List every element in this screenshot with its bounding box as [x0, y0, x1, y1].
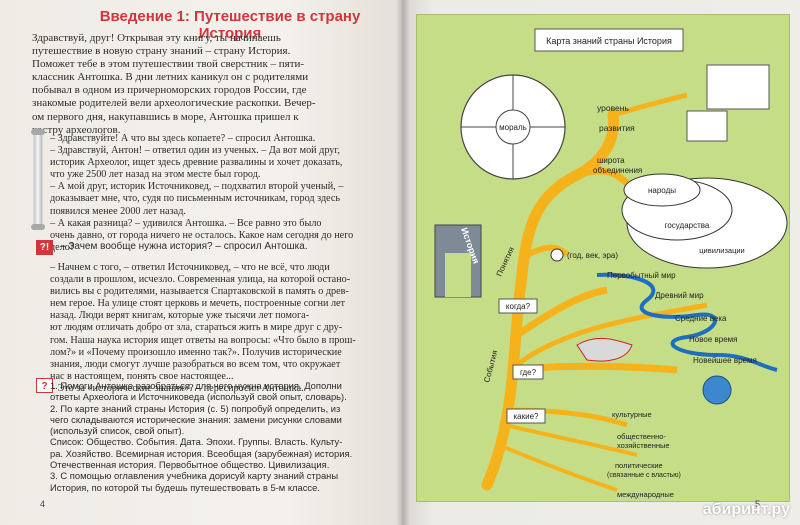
chapter-heading: Введение 1: Путешествие в страну История: [99, 8, 361, 42]
event-political-note: (связанные с властью): [607, 472, 681, 479]
dialog-block-2: – Начнем с того, – ответил Источниковед,…: [50, 262, 382, 395]
event-economic: хозяйственные: [617, 441, 670, 450]
dialog-line: лом?» и «Почему произошло именно так?». …: [50, 346, 342, 358]
event-international: международные: [617, 490, 674, 499]
intro-line: Поможет тебе в этом путешествии твой све…: [32, 58, 305, 71]
dialog-line: вились вы с родителями, называется Спарт…: [50, 286, 349, 298]
map-title: Карта знаний страны История: [546, 36, 672, 46]
task-line: 3. С помощью оглавления учебника дорисуй…: [50, 470, 339, 482]
morals-wheel: мораль: [460, 74, 566, 180]
associations-ellipses: народы государства цивилизации: [621, 173, 788, 269]
knowledge-map-diagram: Карта знаний страны История: [434, 28, 788, 499]
task-line: (используй список, свой опыт).: [50, 425, 185, 437]
globe-icon: [702, 375, 732, 405]
dialog-line: – А какая разница? – удивился Антошка. –…: [50, 217, 322, 229]
page-number-right: 5: [754, 499, 760, 509]
clock-icon: [550, 248, 564, 262]
dialog-line: – Начнем с того, – ответил Источниковед,…: [50, 262, 330, 273]
dialog-line: нем герое. На улице стоят церковь и мече…: [50, 298, 346, 310]
dialog-line: – А мой друг, историк Источниковед, – по…: [50, 181, 344, 193]
dialog-line: историк Археолог, ищет здесь древние раз…: [50, 157, 343, 169]
dialog-line: появился менее 2000 лет назад.: [50, 205, 186, 217]
task-line: Отечественная история. Первобытное общес…: [50, 459, 330, 471]
question-line: – Зачем вообще нужна история? – спросил …: [60, 241, 308, 252]
event-cultural: культурные: [612, 410, 652, 419]
peoples-label: народы: [648, 186, 676, 195]
dialog-line: доказывает мне, что, судя по письменным …: [50, 193, 341, 205]
tasks-block: 1. Помоги Антошке разобраться, для чего …: [50, 380, 380, 493]
intro-line: Здравствуй, друг! Открывая эту книгу, ты…: [32, 32, 281, 44]
where-box: где?: [512, 364, 544, 380]
era-newest: Новейшее время: [693, 356, 757, 365]
dialog-block-1: – Здравствуйте! А что вы здесь копаете? …: [50, 133, 382, 254]
dialog-line: нас в настоящем, понять свое настоящее..…: [50, 370, 234, 382]
page-number-left: 4: [40, 499, 46, 509]
intro-line: путешествие в новую страну знаний – стра…: [32, 45, 291, 58]
where-label: где?: [520, 368, 537, 377]
intro-line: знакомые родителей вели археологические …: [32, 97, 316, 110]
dialog-line: – Здравствуйте! А что вы здесь копаете? …: [50, 133, 316, 144]
dialog-line: очень давно, от города ничего не осталос…: [50, 229, 354, 241]
task-line: Список: Общество. События. Дата. Эпохи. …: [50, 436, 343, 448]
what-label: какие?: [514, 412, 540, 421]
level-label: уровень: [597, 103, 629, 113]
map-title-box: Карта знаний страны История: [534, 28, 684, 52]
development-label: развития: [599, 123, 635, 133]
morals-label: мораль: [499, 123, 527, 132]
civilizations-label: цивилизации: [699, 246, 745, 255]
task-line: ответы Археолога и Источниковеда (исполь…: [50, 391, 347, 403]
intro-line: ом первого дня, накупавшись в море, Анто…: [32, 110, 299, 123]
task-line: ра. Хозяйство. Всемирная история. Всеобщ…: [50, 447, 353, 459]
era-ancient: Древний мир: [655, 291, 704, 300]
intro-line: побывал в одном из причерноморских город…: [32, 84, 307, 97]
events-label: События: [482, 349, 499, 383]
scroll-ornament-bottom: [31, 224, 45, 230]
timeline-river: [596, 272, 778, 372]
development-illustration: [686, 110, 728, 142]
level-illustration: [706, 64, 770, 110]
right-page: Карта знаний страны История: [402, 0, 800, 525]
scroll-ornament-top: [31, 129, 45, 135]
intro-line: костру археологов.: [32, 123, 121, 136]
breadth-label: широта: [597, 156, 625, 165]
task-line: чего складываются исторические знания: з…: [50, 413, 342, 425]
dates-label: (год, век, эра): [567, 251, 618, 260]
question-badge: ?: [36, 378, 53, 393]
when-label: когда?: [506, 302, 531, 311]
scroll-ornament: [34, 132, 42, 227]
intro-line: классник Антошка. В дни летних каникул о…: [32, 71, 309, 84]
book-spine: [396, 0, 410, 525]
what-box: какие?: [506, 408, 546, 424]
dialog-line: знания, люди смогут лучше разобраться во…: [50, 358, 341, 370]
era-primitive: Первобытный мир: [607, 271, 676, 280]
left-page: Введение 1: Путешествие в страну История…: [0, 0, 402, 525]
when-box: когда?: [498, 298, 538, 314]
dialog-line: – Здравствуй, Антон! – ответил один из у…: [50, 145, 340, 157]
knowledge-map: Карта знаний страны История: [416, 14, 790, 502]
dialog-line: создали в прошлом, исчезло. Современная …: [50, 274, 351, 286]
watermark: абиринт.ру: [702, 501, 790, 518]
dialog-line: ют людям отличать добро от зла, старатьс…: [50, 322, 343, 334]
event-social: общественно-: [617, 432, 666, 441]
intro-paragraph: Здравствуй, друг! Открывая эту книгу, ты…: [32, 32, 384, 137]
task-line: История, по которой ты будешь путешество…: [50, 481, 320, 493]
dialog-line: дело?: [50, 241, 75, 253]
dialog-line: назад. Люди верят книгам, которые уже ты…: [50, 310, 310, 322]
states-label: государства: [665, 221, 710, 230]
dialog-line: гом. Наша наука история ищет ответы на в…: [50, 334, 356, 346]
era-modern: Новое время: [689, 335, 738, 344]
concepts-label: Понятия: [495, 246, 516, 278]
dialog-line: – Это за «исторические знания»? – пересп…: [50, 382, 304, 394]
era-middle: Средние века: [675, 314, 727, 323]
task-line: 2. По карте знаний страны История (с. 5)…: [50, 402, 341, 414]
dialog-line: что уже 2500 лет назад на этом месте был…: [50, 169, 261, 181]
exclaim-question-badge: ?!: [36, 240, 53, 255]
event-political: политические: [615, 461, 663, 470]
associations-label: объединения: [593, 166, 642, 175]
task-line: 1. Помоги Антошке разобраться, для чего …: [50, 380, 342, 391]
trunk-branches: [481, 92, 708, 492]
history-arch: История: [434, 224, 482, 298]
